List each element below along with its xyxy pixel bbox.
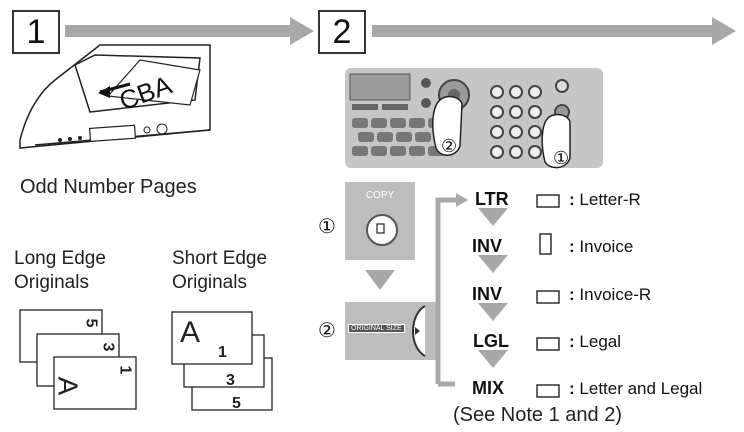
separator: : bbox=[569, 285, 575, 304]
panel-callout-1: ① bbox=[553, 148, 570, 168]
arrow-bar-2 bbox=[372, 25, 712, 37]
size-code-inv-r: INV bbox=[472, 284, 503, 304]
copy-key-label: COPY bbox=[365, 190, 395, 201]
short-edge-line2: Originals bbox=[172, 272, 247, 293]
arrow-head-2 bbox=[712, 17, 736, 45]
short-edge-line1: Short Edge bbox=[172, 248, 268, 269]
size-code-inv: INV bbox=[472, 236, 503, 256]
landscape-paper-icon bbox=[536, 384, 560, 398]
short-edge-page-3: 3 bbox=[226, 372, 235, 389]
original-size-label: ORIGINAL SIZE bbox=[348, 324, 405, 333]
landscape-paper-icon bbox=[536, 194, 560, 208]
size-name-inv: Invoice bbox=[579, 237, 634, 256]
size-name-mix: Letter and Legal bbox=[579, 379, 703, 398]
size-code-lgl: LGL bbox=[473, 331, 509, 351]
sequence-marker-2: ② bbox=[318, 320, 336, 342]
long-edge-line1: Long Edge bbox=[14, 248, 106, 269]
arrow-head-1 bbox=[290, 17, 314, 45]
short-edge-page-5: 5 bbox=[232, 395, 241, 412]
separator: : bbox=[569, 332, 575, 351]
copy-button[interactable] bbox=[366, 214, 398, 246]
separator: : bbox=[569, 237, 575, 256]
see-note-text: (See Note 1 and 2) bbox=[453, 404, 622, 426]
copy-icon bbox=[376, 223, 385, 234]
short-edge-letter: A bbox=[180, 316, 201, 349]
size-code-ltr: LTR bbox=[475, 189, 509, 209]
landscape-paper-icon bbox=[536, 337, 560, 351]
landscape-paper-icon bbox=[536, 290, 560, 304]
odd-pages-label: Odd Number Pages bbox=[20, 176, 197, 198]
size-name-inv-r: Invoice-R bbox=[579, 285, 652, 304]
sequence-marker-1: ① bbox=[318, 216, 336, 238]
separator: : bbox=[569, 190, 575, 209]
separator: : bbox=[569, 379, 575, 398]
short-edge-page-1: 1 bbox=[218, 344, 227, 361]
step-1-box: 1 bbox=[12, 10, 60, 54]
left-arrow-icon bbox=[415, 327, 420, 335]
size-name-lgl: Legal bbox=[579, 332, 622, 351]
portrait-paper-icon bbox=[539, 233, 552, 255]
step-2-box: 2 bbox=[318, 10, 366, 54]
size-code-mix: MIX bbox=[472, 378, 505, 398]
arrow-bar-1 bbox=[65, 25, 290, 37]
panel-callout-2: ② bbox=[441, 136, 458, 156]
size-name-ltr: Letter-R bbox=[579, 190, 641, 209]
long-edge-line2: Originals bbox=[14, 272, 89, 293]
